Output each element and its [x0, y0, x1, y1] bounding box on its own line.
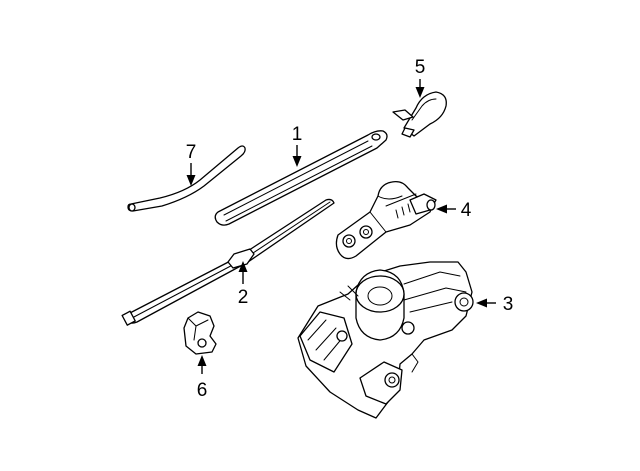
part-5-clip	[392, 91, 447, 138]
callout-6-label: 6	[197, 380, 208, 401]
callout-6-leader	[197, 355, 207, 374]
callout-2-label: 2	[238, 287, 249, 308]
part-4-bracket	[335, 180, 437, 260]
part-2-wiper-blade	[121, 198, 335, 326]
callout-3-leader	[476, 298, 496, 308]
callout-4-leader	[436, 204, 456, 214]
part-7-hose	[127, 145, 246, 212]
callout-5-label: 5	[415, 57, 426, 78]
part-1-wiper-arm	[214, 130, 388, 226]
callout-7-label: 7	[186, 142, 197, 163]
callout-7-leader	[186, 163, 196, 186]
callout-3-label: 3	[503, 294, 514, 315]
callout-1-leader	[292, 145, 302, 167]
part-6-small-bracket	[183, 311, 217, 355]
callout-5-leader	[415, 79, 425, 98]
callout-2-leader	[238, 261, 248, 284]
part-3-motor-assembly	[297, 261, 474, 419]
callout-4-label: 4	[461, 200, 472, 221]
callout-1-label: 1	[292, 124, 303, 145]
